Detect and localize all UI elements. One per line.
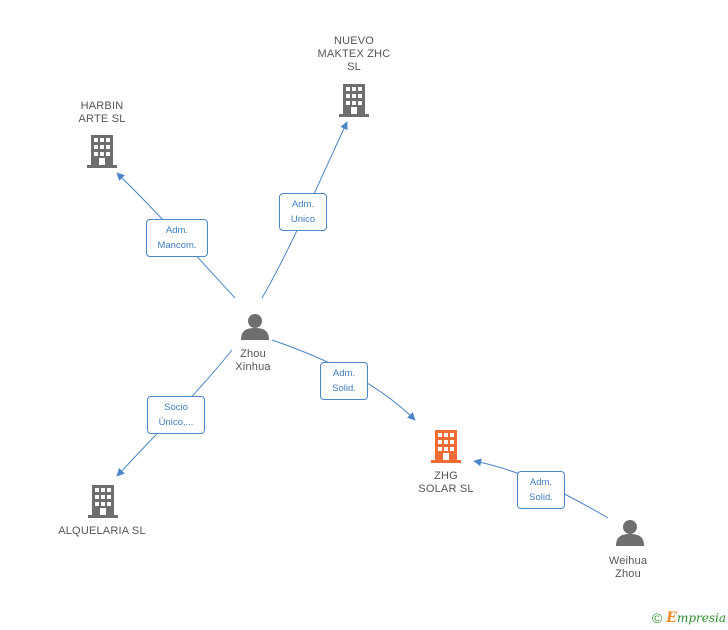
node-label-harbin-arte[interactable]: HARBIN ARTE SL [78,100,126,125]
edge-label-adm-mancom: Adm. Mancom. [146,219,208,257]
edge-label-adm-unico: Adm. Unico [279,193,327,231]
brand-logo: Empresia [666,610,726,626]
building-icon[interactable] [339,84,369,117]
node-label-zhou-xinhua[interactable]: Zhou Xinhua [235,348,271,373]
edge-label-socio-unico: Socio Único,... [147,396,205,434]
brand-logo-text: mpresia [676,611,726,625]
edge-label-adm-solid-zhou: Adm. Solid. [320,362,368,400]
node-label-weihua-zhou[interactable]: Weihua Zhou [608,555,648,580]
brand-footer: © Empresia [652,610,726,626]
person-icon[interactable] [241,314,269,340]
copyright-icon: © [651,610,663,626]
building-icon[interactable] [87,135,117,168]
edge-label-adm-solid-weihua: Adm. Solid. [517,471,565,509]
person-icon[interactable] [616,520,644,546]
building-icon[interactable] [88,485,118,518]
brand-logo-initial: E [666,610,677,626]
node-label-alquelaria[interactable]: ALQUELARIA SL [58,525,146,537]
building-icon[interactable] [431,430,461,463]
node-label-zhg-solar[interactable]: ZHG SOLAR SL [418,470,474,495]
node-label-nuevo-maktex[interactable]: NUEVO MAKTEX ZHC SL [317,35,391,73]
